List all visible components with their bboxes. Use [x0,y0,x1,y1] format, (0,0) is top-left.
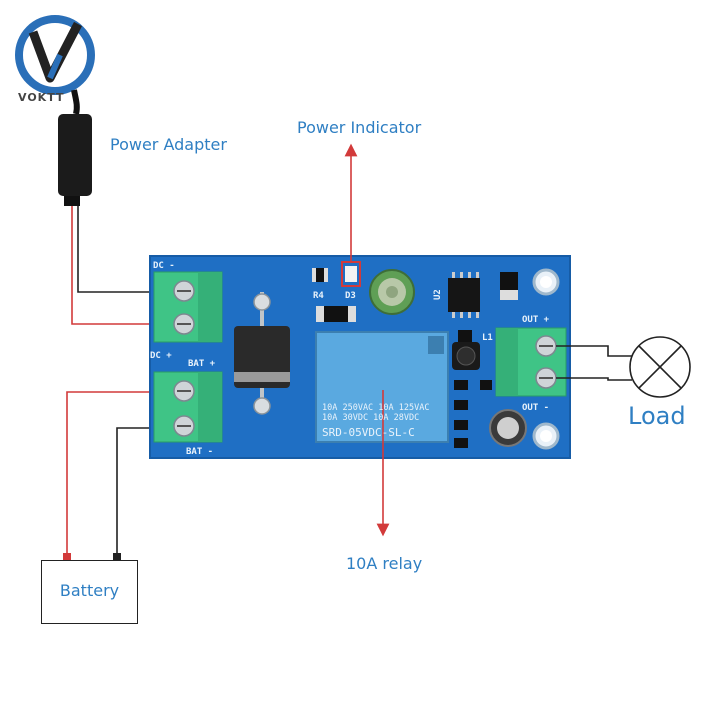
relay-label: 10A relay [346,554,423,573]
battery-box: Battery [41,560,138,624]
relay-rating-line2: 10A 30VDC 10A 28VDC [322,413,419,423]
diode-component [234,292,290,415]
power-indicator-label: Power Indicator [297,118,422,137]
bat-terminal-block [153,371,223,443]
brand-name: VOKTT [18,91,65,104]
brand-logo-icon [15,15,95,95]
relay-model: SRD-05VDC-SL-C [322,426,415,439]
silk-out-minus: OUT - [522,403,549,413]
silk-out-plus: OUT + [522,315,550,325]
relay-component [315,331,449,443]
smd-components [312,261,518,448]
adapter-wires [71,206,172,325]
load-label: Load [628,402,686,430]
silk-dc-plus: DC + [150,351,172,361]
power-adapter-plug-icon [58,89,92,206]
silk-u2: U2 [433,289,443,300]
battery-label: Battery [59,581,120,600]
dc-terminal-block [153,271,223,343]
silk-bat-plus: BAT + [188,359,216,369]
capacitor-component [369,269,527,447]
load-wires [556,345,632,381]
power-adapter-label: Power Adapter [110,135,227,154]
silk-d3: D3 [345,291,356,301]
silk-r4: R4 [313,291,324,301]
load-lamp-icon [629,336,691,398]
silk-dc-minus: DC - [153,261,175,271]
silk-l1: L1 [482,333,493,343]
out-terminal-block [495,327,567,397]
relay-rating-line1: 10A 250VAC 10A 125VAC [322,403,429,413]
silk-bat-minus: BAT - [186,447,213,457]
